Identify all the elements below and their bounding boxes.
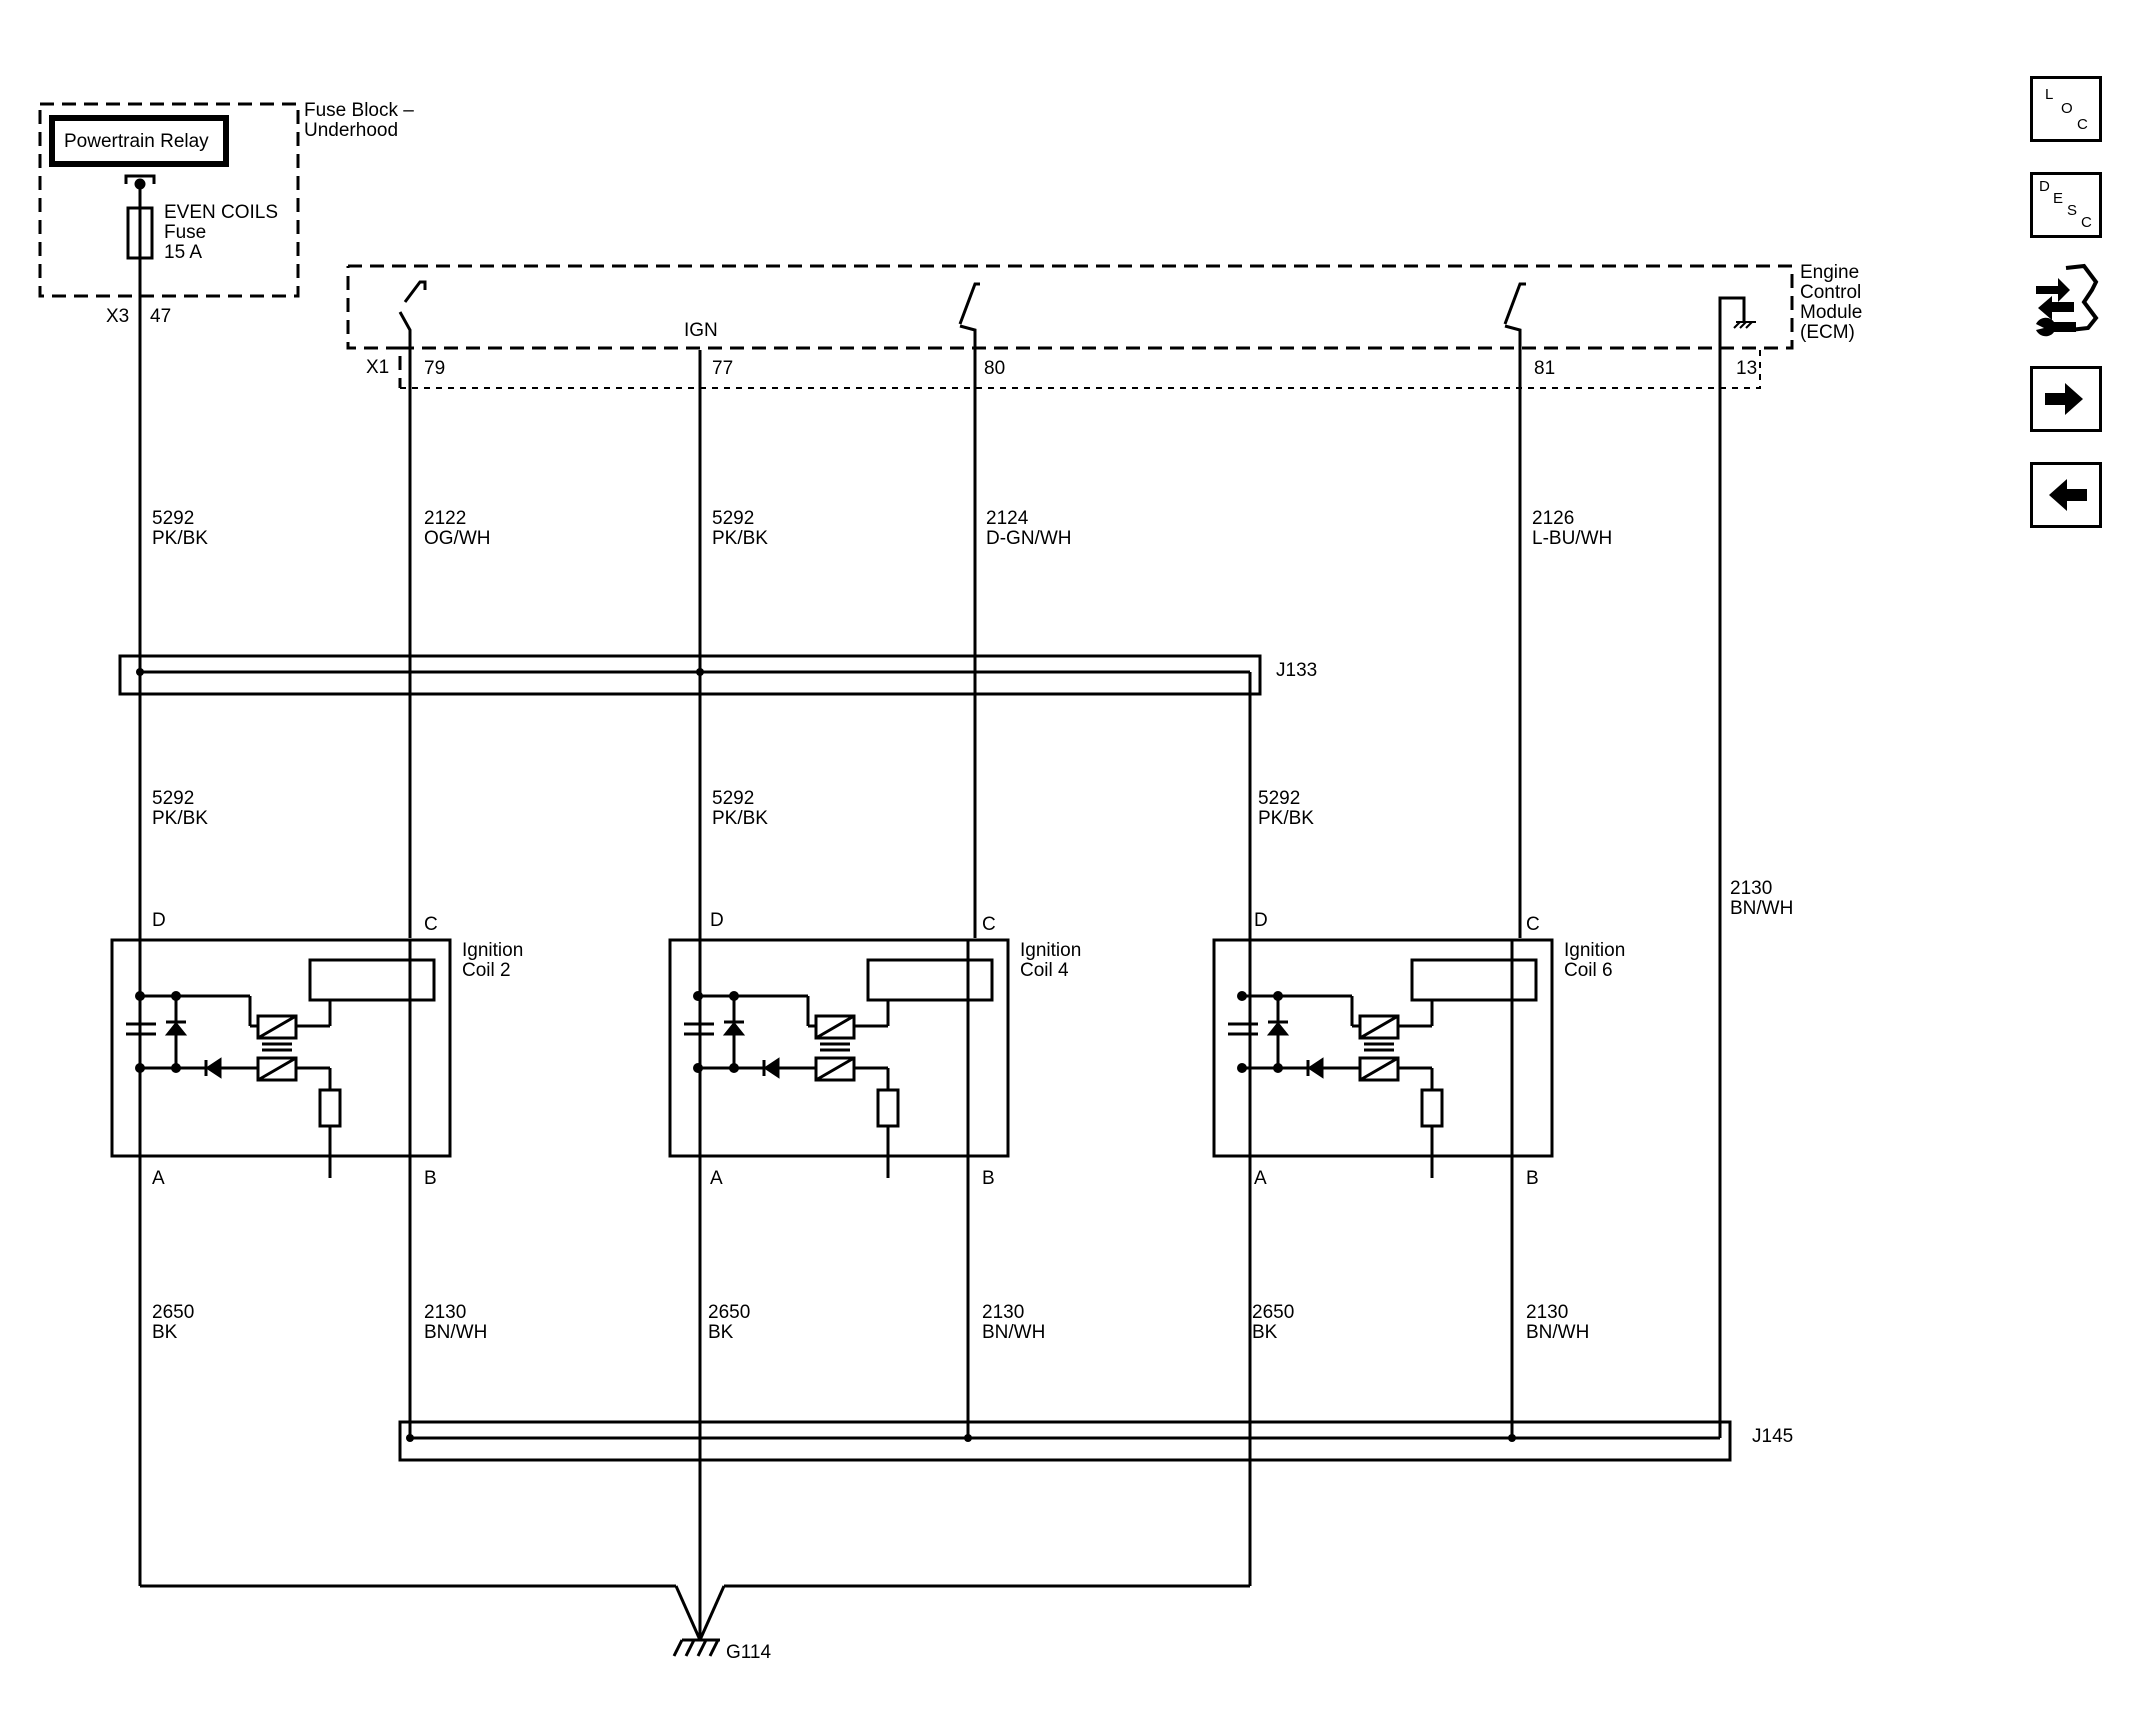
desc-letter: D (2039, 178, 2050, 195)
fuse-label-3: 15 A (164, 242, 202, 263)
wire-circuit: 2650 (1252, 1302, 1294, 1323)
wire-circuit: 5292 (1258, 788, 1300, 809)
wire-circuit: 2650 (152, 1302, 194, 1323)
wire-color: BN/WH (982, 1322, 1045, 1343)
wire-color: PK/BK (712, 528, 768, 549)
relay-label: Powertrain Relay (64, 131, 209, 152)
loc-letter: L (2045, 86, 2054, 103)
coil-2-internals (126, 958, 436, 1178)
desc-letter: C (2081, 214, 2092, 231)
coil-2-box (110, 938, 452, 1158)
coil-pin-b: B (1526, 1168, 1539, 1189)
ecm-label-1: Engine (1800, 262, 1859, 283)
wire-color: PK/BK (152, 528, 208, 549)
loc-letter: C (2077, 116, 2088, 133)
coil-6-internals (1228, 958, 1538, 1178)
arrow-left-icon (2049, 479, 2087, 511)
coil-label: Coil 2 (462, 960, 511, 981)
ecm-pin: 13 (1736, 358, 1757, 379)
ecm-pin: 80 (984, 358, 1005, 379)
wire-circuit: 5292 (152, 788, 194, 809)
wire-color: BN/WH (1730, 898, 1793, 919)
coil-label: Ignition (1020, 940, 1081, 961)
wire-color: BK (152, 1322, 178, 1343)
ground-label: G114 (726, 1642, 772, 1663)
wire-color: PK/BK (712, 808, 768, 829)
wire-color: BN/WH (424, 1322, 487, 1343)
ecm-label-2: Control (1800, 282, 1861, 303)
wire-circuit: 2130 (1730, 878, 1772, 899)
coil-pin-a: A (710, 1168, 723, 1189)
coil-pin-a: A (152, 1168, 165, 1189)
wire-circuit: 2130 (982, 1302, 1024, 1323)
j133-splice (118, 654, 1262, 696)
desc-letter: E (2053, 190, 2064, 207)
fuse-block-label-2: Underhood (304, 120, 398, 141)
wire-circuit: 2126 (1532, 508, 1574, 529)
coil-pin-b: B (424, 1168, 437, 1189)
ecm-label-4: (ECM) (1800, 322, 1855, 343)
powertrain-relay-box (49, 115, 229, 167)
fuse-label-1: EVEN COILS (164, 202, 278, 223)
coil-label: Ignition (462, 940, 523, 961)
coil-pin-a: A (1254, 1168, 1267, 1189)
ecm-pin: 81 (1534, 358, 1555, 379)
wire-circuit: 2130 (1526, 1302, 1568, 1323)
coil-pin-c: C (1526, 914, 1540, 935)
ecm-connector: X1 (366, 357, 389, 378)
coil-4-box (668, 938, 1010, 1158)
coil-pin-d: D (152, 910, 166, 931)
desc-button[interactable]: D E S C (2030, 172, 2102, 238)
desc-letter: S (2067, 202, 2078, 219)
coil-label: Coil 6 (1564, 960, 1613, 981)
loc-button[interactable]: L O C (2030, 76, 2102, 142)
ecm-ign: IGN (684, 320, 718, 341)
fuse-block-outline (38, 102, 300, 298)
ecm-pin: 79 (424, 358, 445, 379)
wire-circuit: 5292 (712, 508, 754, 529)
forward-button[interactable] (2030, 366, 2102, 432)
wire-color: D-GN/WH (986, 528, 1071, 549)
wire-circuit: 2122 (424, 508, 466, 529)
ecm-outline (346, 264, 1794, 388)
connector-tool-icon (2036, 263, 2099, 337)
coil-4-internals (684, 958, 994, 1178)
wire-color: BK (1252, 1322, 1278, 1343)
coil-pin-d: D (1254, 910, 1268, 931)
wire-color: PK/BK (1258, 808, 1314, 829)
wire-circuit: 5292 (712, 788, 754, 809)
j145-splice (398, 1420, 1732, 1462)
splice-j145: J145 (1752, 1426, 1793, 1447)
loc-letter: O (2061, 100, 2073, 117)
coil-pin-c: C (982, 914, 996, 935)
coil-6-box (1212, 938, 1554, 1158)
arrow-right-icon (2045, 383, 2083, 415)
splice-j133: J133 (1276, 660, 1317, 681)
wire-color: OG/WH (424, 528, 491, 549)
coil-pin-c: C (424, 914, 438, 935)
wire-circuit: 2650 (708, 1302, 750, 1323)
wire-circuit: 2130 (424, 1302, 466, 1323)
fuse-connector: X3 (106, 306, 129, 327)
fuse-pin: 47 (150, 306, 171, 327)
coil-label: Ignition (1564, 940, 1625, 961)
wire-color: L-BU/WH (1532, 528, 1612, 549)
wire-color: BK (708, 1322, 734, 1343)
ecm-label-3: Module (1800, 302, 1862, 323)
ecm-pin: 77 (712, 358, 733, 379)
wire-color: PK/BK (152, 808, 208, 829)
wire-color: BN/WH (1526, 1322, 1589, 1343)
coil-pin-d: D (710, 910, 724, 931)
wire-circuit: 5292 (152, 508, 194, 529)
coil-label: Coil 4 (1020, 960, 1069, 981)
back-button[interactable] (2030, 462, 2102, 528)
wire-circuit: 2124 (986, 508, 1029, 529)
fuse-label-2: Fuse (164, 222, 206, 243)
fuse-block-label-1: Fuse Block – (304, 100, 414, 121)
coil-pin-b: B (982, 1168, 995, 1189)
connector-tool-button[interactable] (2030, 262, 2102, 342)
